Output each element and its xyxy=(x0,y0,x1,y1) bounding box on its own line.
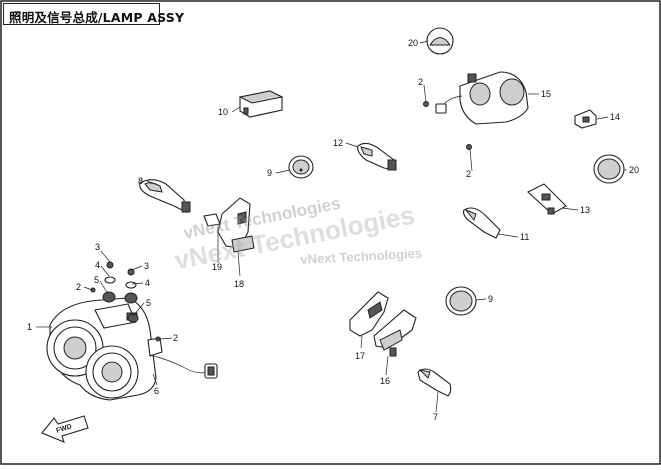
callout-20b: 20 xyxy=(629,165,639,175)
callout-9a: 9 xyxy=(267,168,272,178)
turn-signal-right-front[interactable] xyxy=(357,142,397,171)
callout-15: 15 xyxy=(541,89,551,99)
callout-20a: 20 xyxy=(408,38,418,48)
callout-2a: 2 xyxy=(76,282,81,292)
callout-10: 10 xyxy=(218,107,228,117)
signal-bracket-lower[interactable] xyxy=(349,291,417,357)
callout-3a: 3 xyxy=(95,242,100,252)
callout-4a: 4 xyxy=(95,260,100,270)
title-box: 照明及信号总成/LAMP ASSY xyxy=(3,3,184,25)
headlamp-assembly[interactable] xyxy=(46,297,163,401)
license-plate-light[interactable] xyxy=(527,183,567,215)
callout-2b: 2 xyxy=(173,333,178,343)
callout-4b: 4 xyxy=(145,278,150,288)
leader-lines xyxy=(36,40,627,413)
rear-lamp-assembly[interactable] xyxy=(435,71,529,125)
callout-numbers: 1 3 4 5 2 3 4 5 2 6 8 9 10 12 19 18 20 2… xyxy=(27,38,639,435)
reflector-disc-upper[interactable] xyxy=(288,155,314,179)
turn-signal-left-front[interactable] xyxy=(417,368,452,397)
turn-signal-right-rear[interactable] xyxy=(462,207,501,239)
callout-3b: 3 xyxy=(144,261,149,271)
signal-bracket-upper[interactable] xyxy=(203,197,255,253)
callout-14: 14 xyxy=(610,112,620,122)
callout-12: 12 xyxy=(333,138,343,148)
relay-module[interactable] xyxy=(238,90,284,118)
wire-harness[interactable] xyxy=(149,354,218,379)
turn-signal-left-rear[interactable] xyxy=(139,179,191,213)
fwd-label: FWD xyxy=(55,423,72,435)
callout-2d: 2 xyxy=(466,169,471,179)
callout-2c: 2 xyxy=(418,77,423,87)
reflector-round-top[interactable] xyxy=(426,27,454,55)
callout-16: 16 xyxy=(380,376,390,386)
callout-19: 19 xyxy=(212,262,222,272)
callout-5b: 5 xyxy=(146,298,151,308)
callout-5a: 5 xyxy=(94,275,99,285)
license-light-connector[interactable] xyxy=(574,109,597,129)
screws-and-grommets[interactable] xyxy=(90,261,161,342)
rear-lamp-screw[interactable] xyxy=(423,101,429,107)
callout-13: 13 xyxy=(580,205,590,215)
callout-18: 18 xyxy=(234,279,244,289)
reflector-disc-lower[interactable] xyxy=(445,286,477,316)
reflector-round-right[interactable] xyxy=(593,154,625,184)
callout-7: 7 xyxy=(433,412,438,422)
callout-9b: 9 xyxy=(488,294,493,304)
callout-11: 11 xyxy=(520,232,529,242)
callout-17: 17 xyxy=(355,351,365,361)
callout-1: 1 xyxy=(27,322,32,332)
callout-8: 8 xyxy=(138,176,143,186)
diagram-title: 照明及信号总成/LAMP ASSY xyxy=(9,10,185,25)
fwd-arrow xyxy=(41,415,89,443)
rear-lamp-screw-lower[interactable] xyxy=(466,144,472,150)
callout-6: 6 xyxy=(154,386,159,396)
